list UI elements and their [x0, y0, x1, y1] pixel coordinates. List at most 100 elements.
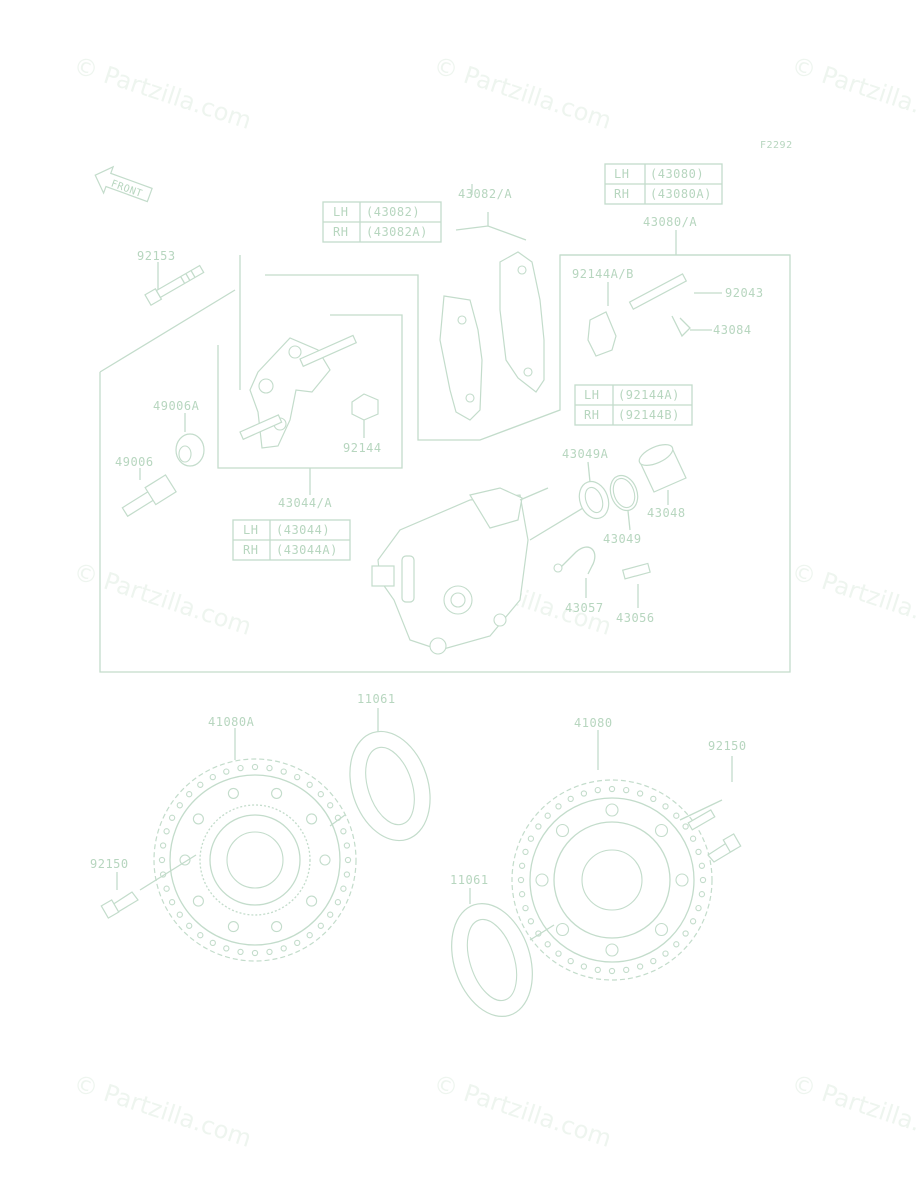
disc-vent-hole [623, 966, 630, 974]
table-43044: LH (43044) RH (43044A) [232, 519, 351, 561]
disc-vent-hole [689, 835, 697, 842]
disc-vent-hole [266, 764, 273, 772]
disc-vent-hole [223, 768, 230, 775]
disc-vent-hole [527, 918, 535, 925]
assembly-frames [99, 254, 791, 673]
brake-disc-41080A [139, 728, 357, 962]
table-cell: RH [584, 408, 599, 422]
shim-11061-lower [451, 888, 555, 1017]
disc-vent-hole [567, 957, 574, 965]
callout-43056: 43056 [616, 611, 655, 625]
disc-vent-hole [327, 802, 334, 809]
clip-43084 [671, 315, 712, 338]
disc-vent-hole [227, 921, 239, 933]
disc-vent-hole [327, 911, 334, 918]
bolt-92150-left [100, 872, 139, 919]
disc-vent-hole [535, 873, 549, 887]
table-cell: (43044) [276, 523, 330, 537]
disc-vent-hole [158, 856, 166, 864]
caliper-body [371, 487, 589, 655]
disc-vent-hole [522, 848, 529, 856]
callout-11061: 11061 [450, 873, 489, 887]
callout-43049: 43049 [603, 532, 642, 546]
callout-41080: 41080 [574, 716, 613, 730]
table-cell: (43044A) [276, 543, 338, 557]
disc-vent-hole [544, 812, 551, 819]
disc-vent-hole [567, 795, 574, 803]
disc-vent-hole [517, 876, 525, 884]
callout-92150: 92150 [708, 739, 747, 753]
disc-vent-hole [340, 885, 347, 892]
disc-vent-hole [319, 854, 331, 866]
disc-vent-hole [306, 813, 318, 825]
callout-11061: 11061 [357, 692, 396, 706]
disc-vent-hole [163, 885, 170, 892]
disc-vent-hole [176, 802, 183, 809]
disc-vent-hole [535, 823, 542, 830]
disc-vent-hole [163, 828, 170, 835]
disc-vent-hole [594, 786, 601, 794]
table-cell: LH [333, 205, 348, 219]
disc-vent-hole [306, 895, 318, 907]
disc-vent-hole [698, 891, 706, 898]
disc-vent-hole [608, 785, 616, 793]
disc-vent-hole [159, 842, 167, 849]
disc-vent-hole [344, 856, 352, 864]
table-92144: LH (92144A) RH (92144B) [574, 384, 693, 426]
table-cell: (43080) [650, 167, 704, 181]
disc-vent-hole [271, 921, 283, 933]
table-cell: (43082) [366, 205, 420, 219]
disc-vent-hole [636, 790, 644, 797]
watermark: © Partzilla.com [70, 557, 255, 641]
watermark: © Partzilla.com [430, 1069, 615, 1153]
callout-43044A: 43044/A [278, 496, 332, 510]
disc-vent-hole [340, 828, 347, 835]
callout-92153: 92153 [137, 249, 176, 263]
table-cell: (92144B) [618, 408, 680, 422]
table-cell: (92144A) [618, 388, 680, 402]
disc-vent-hole [168, 899, 176, 906]
disc-vent-hole [306, 932, 313, 939]
table-43080: LH (43080) RH (43080A) [604, 163, 723, 205]
disc-vent-hole [650, 957, 657, 965]
disc-vent-hole [294, 939, 301, 947]
disc-vent-hole [522, 904, 529, 912]
disc-vent-hole [209, 939, 216, 947]
disc-vent-hole [192, 813, 204, 825]
disc-vent-hole [186, 922, 193, 929]
watermark: © Partzilla.com [788, 51, 917, 135]
disc-vent-hole [605, 803, 619, 817]
brake-pads [439, 212, 545, 421]
front-arrow-icon: FRONT [94, 165, 153, 203]
disc-vent-hole [636, 963, 644, 970]
disc-vent-hole [186, 791, 193, 798]
callout-43082A: 43082/A [458, 187, 512, 201]
disc-vent-hole [223, 945, 230, 952]
disc-vent-hole [662, 803, 669, 810]
disc-vent-hole [544, 941, 551, 948]
callout-92150: 92150 [90, 857, 129, 871]
piston-43048 [638, 444, 687, 505]
disc-vent-hole [280, 768, 287, 775]
disc-vent-hole [518, 862, 526, 869]
bleed-valve-43056 [621, 562, 651, 608]
disc-vent-hole [654, 922, 669, 937]
disc-vent-hole [251, 949, 259, 957]
shim-11061-upper [329, 708, 431, 842]
disc-vent-hole [555, 950, 562, 957]
disc-vent-hole [251, 763, 259, 771]
pipe-43057 [553, 546, 596, 598]
disc-vent-hole [527, 835, 535, 842]
disc-vent-hole [271, 787, 283, 799]
disc-vent-hole [168, 814, 176, 821]
disc-vent-hole [197, 781, 204, 788]
callout-labels: 92153 49006A 49006 92144 43044/A 43082/A… [90, 187, 763, 887]
callout-43049A: 43049A [562, 447, 609, 461]
disc-vent-hole [555, 823, 570, 838]
disc-vent-hole [580, 963, 588, 970]
disc-hole-ring [517, 785, 707, 975]
disc-vent-hole [682, 823, 689, 830]
table-cell: (43082A) [366, 225, 428, 239]
callout-49006A: 49006A [153, 399, 200, 413]
callout-92144: 92144 [343, 441, 382, 455]
